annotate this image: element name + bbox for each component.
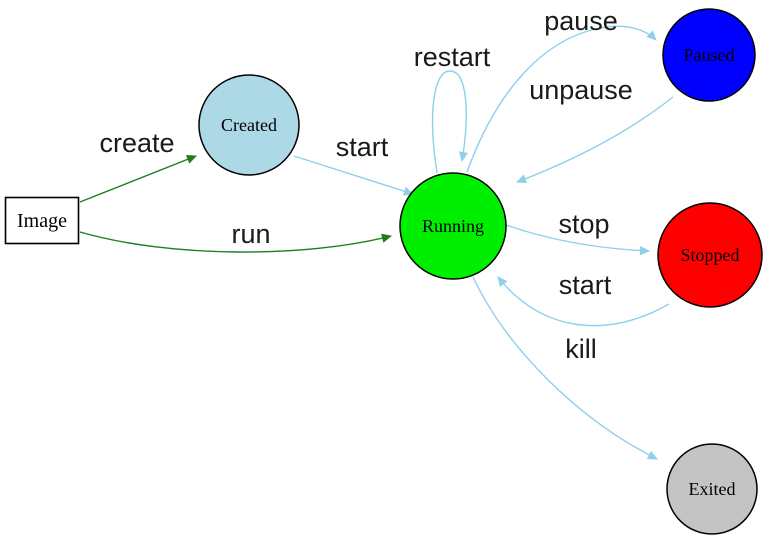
edge-unpause [516, 96, 674, 184]
edge-pause [466, 25, 657, 173]
created-circle [198, 74, 300, 176]
paused-circle [662, 8, 756, 102]
stopped-circle [657, 202, 763, 308]
node-exited: Exited [666, 443, 758, 535]
edge-run [79, 231, 393, 253]
edge-label-kill: kill [565, 334, 597, 364]
image-box [4, 196, 80, 245]
edge-start-created-running [293, 155, 415, 196]
edge-restart-self-loop [431, 70, 469, 174]
node-image: Image [4, 196, 80, 245]
edge-label-create: create [99, 128, 174, 158]
running-circle [399, 172, 507, 280]
edge-stop [505, 224, 651, 256]
node-paused: Paused [662, 8, 756, 102]
edge-label-pause: pause [544, 6, 618, 36]
edge-label-stop: stop [558, 209, 609, 239]
node-created: Created [198, 74, 300, 176]
edge-label-start-2: start [559, 270, 612, 300]
node-stopped: Stopped [657, 202, 763, 308]
exited-circle [666, 443, 758, 535]
edge-label-restart: restart [414, 42, 491, 72]
node-label-exited: Exited [689, 479, 736, 499]
node-label-created: Created [221, 115, 277, 135]
node-label-stopped: Stopped [680, 245, 739, 265]
edge-create [79, 155, 197, 203]
node-label-running: Running [422, 216, 484, 236]
edge-label-run: run [231, 219, 270, 249]
node-label-image: Image [17, 210, 67, 232]
edge-label-start: start [336, 132, 389, 162]
node-label-paused: Paused [684, 45, 735, 65]
edge-kill [472, 276, 658, 460]
edge-label-unpause: unpause [529, 75, 633, 105]
edge-start-stopped-running [497, 276, 670, 327]
node-running: Running [399, 172, 507, 280]
